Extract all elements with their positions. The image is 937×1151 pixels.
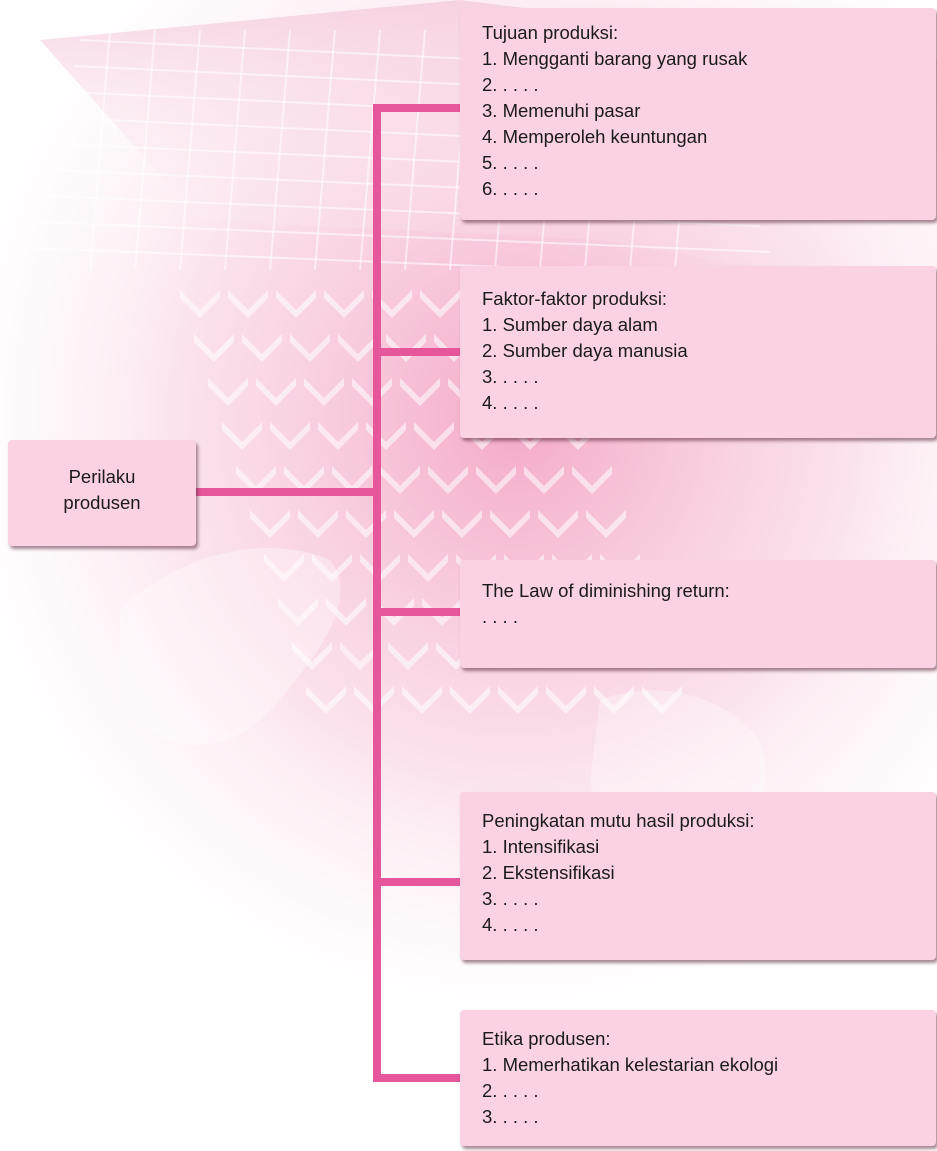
chevron-mark: [304, 378, 344, 406]
chevron-mark: [442, 510, 482, 538]
root-label-line-1: Perilaku: [68, 466, 136, 487]
branch-box-tujuan-produksi: Tujuan produksi: 1. Mengganti barang yan…: [460, 8, 936, 220]
chevron-mark: [292, 642, 332, 670]
chevron-mark: [298, 510, 338, 538]
grid-line: [359, 29, 381, 271]
chevron-mark: [402, 686, 442, 714]
list-item: 3. Memenuhi pasar: [482, 100, 641, 121]
chevron-mark: [414, 422, 454, 450]
grid-line: [314, 29, 336, 271]
chevron-mark: [290, 334, 330, 362]
branch-title: The Law of diminishing return:: [482, 580, 730, 601]
list-item: 1. Sumber daya alam: [482, 314, 658, 335]
chevron-mark: [476, 466, 516, 494]
list-item: 3. . . . .: [482, 1106, 539, 1127]
list-item: 3. . . . .: [482, 366, 539, 387]
list-item: 3. . . . .: [482, 888, 539, 909]
chevron-mark: [228, 290, 268, 318]
chevron-mark: [256, 378, 296, 406]
chevron-mark: [642, 686, 682, 714]
chevron-mark: [388, 642, 428, 670]
chevron-mark: [408, 554, 448, 582]
branch-title: Peningkatan mutu hasil produksi:: [482, 810, 755, 831]
grid-line: [269, 29, 291, 271]
grid-line: [89, 29, 111, 271]
grid-line: [43, 195, 761, 227]
chevron-mark: [594, 686, 634, 714]
root-node: Perilaku produsen: [8, 440, 196, 546]
list-item: . . . .: [482, 606, 518, 627]
root-label-line-2: produsen: [63, 492, 141, 513]
branch-box-law-of-diminishing-return: The Law of diminishing return: . . . .: [460, 560, 936, 668]
branch-box-etika-produsen: Etika produsen: 1. Memerhatikan kelestar…: [460, 1010, 936, 1146]
grid-line: [404, 29, 426, 271]
chevron-mark: [242, 334, 282, 362]
chevron-mark: [420, 290, 460, 318]
grid-line: [134, 29, 156, 271]
chevron-mark: [546, 686, 586, 714]
chevron-mark: [194, 334, 234, 362]
list-item: 1. Memerhatikan kelestarian ekologi: [482, 1054, 779, 1075]
branch-title: Etika produsen:: [482, 1028, 611, 1049]
chevron-mark: [380, 466, 420, 494]
list-item: 4. . . . .: [482, 914, 539, 935]
branch-title: Tujuan produksi:: [482, 22, 619, 43]
list-item: 4. . . . .: [482, 392, 539, 413]
chevron-mark: [318, 422, 358, 450]
branch-box-peningkatan-mutu: Peningkatan mutu hasil produksi: 1. Inte…: [460, 792, 936, 960]
chevron-mark: [326, 598, 366, 626]
chevron-mark: [250, 510, 290, 538]
chevron-mark: [338, 334, 378, 362]
chevron-mark: [276, 290, 316, 318]
grid-line: [224, 29, 246, 271]
grid-line: [179, 29, 201, 271]
list-item: 2. Sumber daya manusia: [482, 340, 688, 361]
list-item: 2. Ekstensifikasi: [482, 862, 615, 883]
chevron-mark: [490, 510, 530, 538]
list-item: 1. Mengganti barang yang rusak: [482, 48, 748, 69]
list-item: 1. Intensifikasi: [482, 836, 600, 857]
chevron-mark: [352, 378, 392, 406]
chevron-mark: [222, 422, 262, 450]
list-item: 5. . . . .: [482, 152, 539, 173]
chevron-mark: [180, 290, 220, 318]
chevron-mark: [278, 598, 318, 626]
branch-box-faktor-produksi: Faktor-faktor produksi: 1. Sumber daya a…: [460, 266, 936, 438]
chevron-mark: [586, 510, 626, 538]
chevron-mark: [428, 466, 468, 494]
chevron-mark: [498, 686, 538, 714]
chevron-mark: [340, 642, 380, 670]
chevron-mark: [450, 686, 490, 714]
chevron-mark: [312, 554, 352, 582]
list-item: 6. . . . .: [482, 178, 539, 199]
chevron-mark: [324, 290, 364, 318]
chevron-mark: [306, 686, 346, 714]
chevron-mark: [400, 378, 440, 406]
hand-shape: [120, 548, 341, 745]
chevron-mark: [538, 510, 578, 538]
list-item: 2. . . . .: [482, 1080, 539, 1101]
chevron-mark: [270, 422, 310, 450]
list-item: 4. Memperoleh keuntungan: [482, 126, 708, 147]
chevron-mark: [208, 378, 248, 406]
grid-line: [37, 221, 771, 253]
chevron-mark: [524, 466, 564, 494]
chevron-mark: [394, 510, 434, 538]
chevron-mark: [572, 466, 612, 494]
chevron-mark: [264, 554, 304, 582]
list-item: 2. . . . .: [482, 74, 539, 95]
branch-title: Faktor-faktor produksi:: [482, 288, 668, 309]
